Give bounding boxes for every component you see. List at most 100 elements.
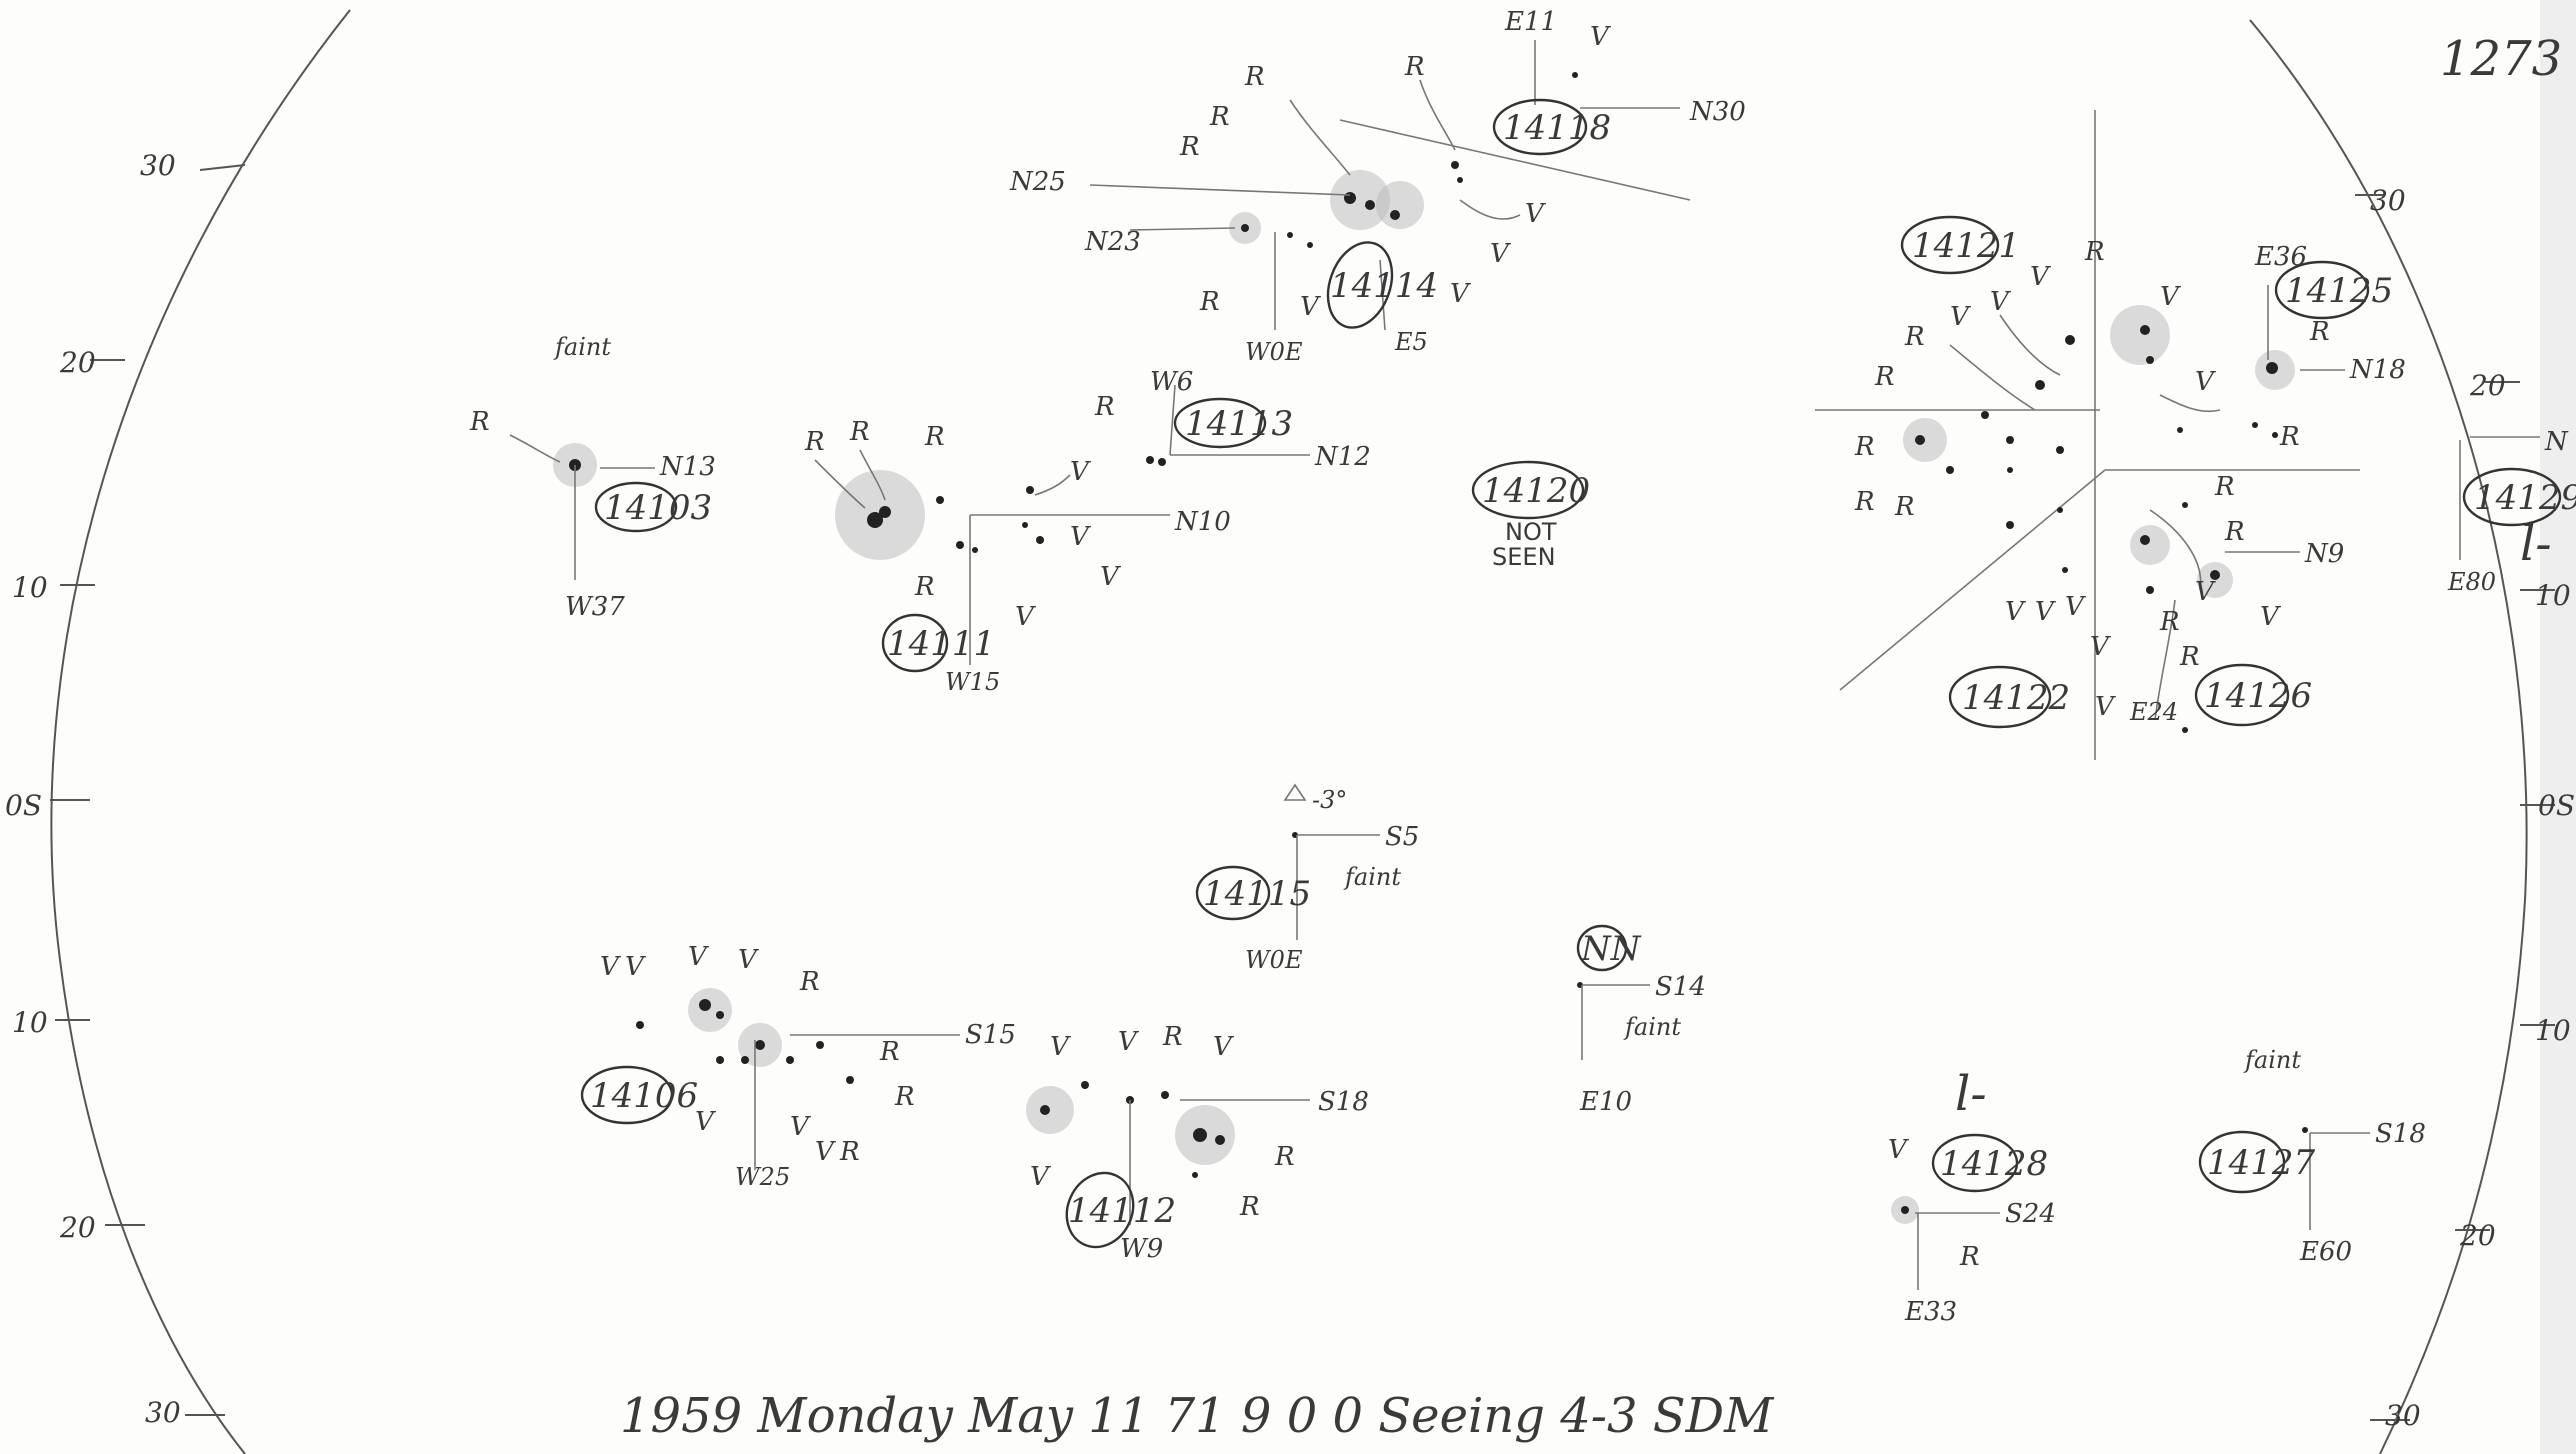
svg-text:R: R <box>1179 132 1200 162</box>
svg-text:V: V <box>2035 597 2056 627</box>
svg-text:10: 10 <box>12 571 48 604</box>
svg-text:V: V <box>815 1137 836 1167</box>
limb-right <box>2249 19 2528 1454</box>
svg-text:N30: N30 <box>1689 97 1746 127</box>
svg-text:V: V <box>1525 199 1546 229</box>
svg-text:R: R <box>2159 607 2180 637</box>
svg-text:V: V <box>790 1112 811 1142</box>
svg-text:10: 10 <box>2535 579 2571 612</box>
svg-text:E60: E60 <box>2299 1237 2352 1267</box>
svg-text:14115: 14115 <box>1203 874 1311 914</box>
group-14113: 14113 N12 W6 R <box>1094 367 1371 472</box>
svg-text:N12: N12 <box>1314 442 1371 472</box>
svg-text:V: V <box>2030 262 2051 292</box>
svg-text:R: R <box>914 572 935 602</box>
svg-text:V: V <box>1450 279 1471 309</box>
svg-text:V: V <box>1070 522 1091 552</box>
svg-text:SEEN: SEEN <box>1492 543 1556 571</box>
svg-text:14111: 14111 <box>887 624 995 664</box>
svg-text:V: V <box>1030 1162 1051 1192</box>
svg-text:R: R <box>1959 1242 1980 1272</box>
svg-text:20: 20 <box>59 1211 96 1244</box>
group-14129: 14129 N E80 l- <box>2447 427 2576 596</box>
svg-text:R: R <box>1239 1192 1260 1222</box>
svg-text:V: V <box>600 952 621 982</box>
svg-text:R: R <box>2179 642 2200 672</box>
svg-text:V: V <box>625 952 646 982</box>
svg-text:R: R <box>2224 517 2245 547</box>
svg-text:V: V <box>2160 282 2181 312</box>
svg-text:R: R <box>2214 472 2235 502</box>
svg-text:10: 10 <box>12 1006 48 1039</box>
svg-text:R: R <box>1874 362 1895 392</box>
svg-text:V: V <box>1070 457 1091 487</box>
svg-text:E80: E80 <box>2447 568 2496 596</box>
svg-text:NN: NN <box>1580 929 1642 969</box>
svg-text:R: R <box>799 967 820 997</box>
svg-text:V: V <box>1118 1027 1139 1057</box>
svg-text:20: 20 <box>2469 369 2506 402</box>
svg-text:faint: faint <box>553 333 611 361</box>
svg-text:R: R <box>2279 422 2300 452</box>
svg-text:V: V <box>1990 287 2011 317</box>
group-14122: 14122 V V V V V <box>1948 507 2116 729</box>
group-14106: 14106 S15 W25 V V V V R R R V V V R <box>580 942 1016 1191</box>
svg-text:S15: S15 <box>965 1020 1016 1050</box>
observation-footer: 1959 Monday May 11 71 9 0 0 Seeing 4-3 S… <box>620 1388 1775 1444</box>
svg-text:0S: 0S <box>2538 789 2575 822</box>
svg-text:14125: 14125 <box>2285 271 2393 311</box>
svg-text:14114: 14114 <box>1330 266 1438 306</box>
svg-text:14120: 14120 <box>1482 471 1590 511</box>
svg-text:30: 30 <box>2385 1399 2421 1432</box>
svg-text:l-: l- <box>1955 1066 1987 1122</box>
svg-text:14122: 14122 <box>1962 678 2070 718</box>
svg-text:R: R <box>1894 492 1915 522</box>
group-NN: NN S14 E10 faint <box>1576 924 1706 1117</box>
limb-left <box>50 9 351 1454</box>
group-14121: 14121 R V V V V R R R R R V R <box>1815 110 2360 760</box>
svg-text:N23: N23 <box>1084 227 1141 257</box>
svg-text:S18: S18 <box>2375 1119 2426 1149</box>
svg-text:R: R <box>839 1137 860 1167</box>
svg-text:R: R <box>894 1082 915 1112</box>
svg-text:E10: E10 <box>1579 1087 1632 1117</box>
svg-text:R: R <box>1162 1022 1183 1052</box>
svg-text:W15: W15 <box>945 668 1000 696</box>
svg-text:R: R <box>1404 52 1425 82</box>
page-number: 1273 <box>2440 31 2562 87</box>
svg-text:R: R <box>1209 102 1230 132</box>
svg-text:E5: E5 <box>1394 328 1428 356</box>
svg-text:V: V <box>2005 597 2026 627</box>
svg-text:faint: faint <box>1343 863 1401 891</box>
svg-text:0S: 0S <box>5 789 42 822</box>
svg-text:R: R <box>1854 432 1875 462</box>
svg-text:NOT: NOT <box>1505 518 1557 546</box>
svg-text:14106: 14106 <box>590 1076 698 1116</box>
svg-text:30: 30 <box>2370 184 2406 217</box>
svg-text:N13: N13 <box>659 452 716 482</box>
svg-text:W0E: W0E <box>1245 338 1303 366</box>
svg-text:V: V <box>688 942 709 972</box>
svg-text:S18: S18 <box>1318 1087 1369 1117</box>
svg-text:N10: N10 <box>1174 507 1231 537</box>
svg-text:14121: 14121 <box>1912 226 2020 266</box>
svg-text:14112: 14112 <box>1068 1191 1176 1231</box>
svg-text:V: V <box>1100 562 1121 592</box>
svg-text:V: V <box>1950 302 1971 332</box>
svg-text:R: R <box>924 422 945 452</box>
svg-text:14126: 14126 <box>2204 676 2312 716</box>
svg-text:E36: E36 <box>2254 242 2307 272</box>
svg-text:14118: 14118 <box>1503 108 1611 148</box>
svg-text:V: V <box>1590 22 1611 52</box>
svg-text:V: V <box>2260 602 2281 632</box>
svg-text:W0E: W0E <box>1245 946 1303 974</box>
svg-text:W9: W9 <box>1120 1234 1163 1264</box>
svg-text:V: V <box>1050 1032 1071 1062</box>
group-14125: 14125 E36 N18 R <box>2254 242 2406 390</box>
svg-text:14127: 14127 <box>2207 1143 2316 1183</box>
svg-text:N: N <box>2544 427 2569 457</box>
svg-text:14103: 14103 <box>604 488 712 528</box>
svg-text:V: V <box>2095 692 2116 722</box>
